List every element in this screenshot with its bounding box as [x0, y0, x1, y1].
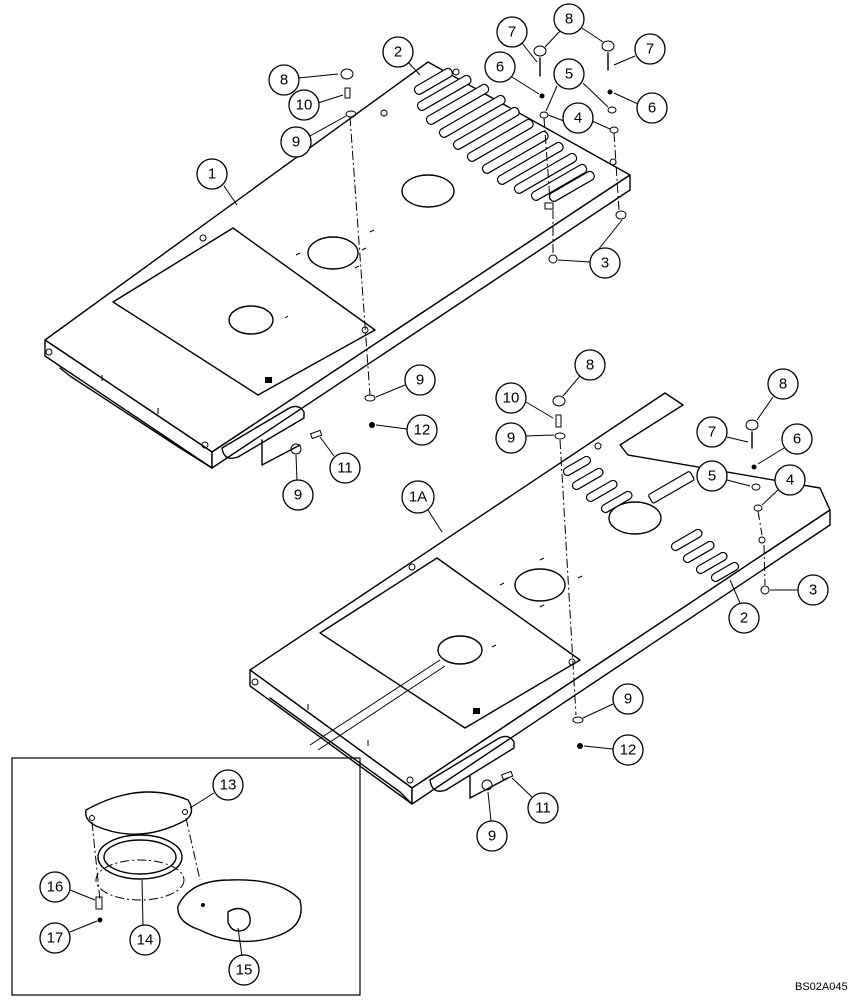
- svg-text:12: 12: [620, 742, 637, 759]
- callout-5-lower: 5: [696, 460, 751, 492]
- callouts: 1 2 8 10 9 7 8 7 6 5 6 4 3 9 12 11 9 1A …: [39, 3, 829, 986]
- svg-text:17: 17: [47, 930, 64, 947]
- inset-cover-plate: [85, 791, 193, 835]
- callout-8-lower-right: 8: [756, 368, 799, 421]
- svg-text:5: 5: [565, 66, 573, 83]
- callout-16: 16: [39, 871, 96, 903]
- svg-text:14: 14: [137, 932, 154, 949]
- callout-8-upper-left: 8: [268, 64, 339, 96]
- callout-10-lower: 10: [495, 382, 554, 419]
- callout-7-upper-left: 7: [496, 16, 538, 63]
- callout-9-upper-mid: 9: [375, 364, 436, 398]
- vent-slots-1a: [562, 455, 740, 583]
- callout-3-upper: 3: [557, 219, 623, 279]
- grab-handle-1: [221, 405, 305, 460]
- callout-6-lower: 6: [757, 423, 813, 465]
- svg-text:5: 5: [708, 468, 716, 485]
- svg-text:9: 9: [416, 372, 424, 389]
- callout-1: 1: [196, 158, 238, 206]
- callout-7-upper-right: 7: [613, 33, 666, 66]
- callout-6-upper-left: 6: [484, 51, 540, 95]
- callout-3-lower: 3: [770, 574, 829, 606]
- callout-13: 13: [189, 769, 244, 809]
- svg-text:11: 11: [535, 800, 551, 817]
- svg-text:1: 1: [208, 166, 216, 183]
- callout-4-lower: 4: [761, 464, 806, 506]
- inset-gasket-ring: [97, 834, 183, 880]
- svg-text:9: 9: [624, 691, 632, 708]
- svg-text:7: 7: [508, 24, 516, 41]
- callout-9-upper-bottom: 9: [282, 454, 314, 511]
- svg-text:8: 8: [565, 11, 573, 28]
- callout-2-upper: 2: [382, 36, 421, 76]
- callout-4-upper: 4: [547, 102, 611, 134]
- vent-slots-1: [413, 67, 595, 202]
- callout-11-lower: 11: [511, 777, 559, 824]
- svg-text:3: 3: [601, 255, 609, 272]
- svg-text:9: 9: [294, 487, 302, 504]
- callout-10-upper: 10: [288, 89, 344, 121]
- reference-code: BS02A045: [795, 981, 848, 993]
- callout-2-lower: 2: [728, 579, 760, 634]
- callout-9-upper-left: 9: [280, 115, 347, 158]
- svg-text:6: 6: [648, 100, 656, 117]
- callout-12-upper: 12: [375, 414, 438, 446]
- callout-1a: 1A: [401, 480, 443, 533]
- svg-text:3: 3: [809, 582, 817, 599]
- svg-text:6: 6: [793, 431, 801, 448]
- floor-plate-1: [44, 61, 631, 469]
- svg-text:4: 4: [574, 110, 582, 127]
- callout-9-lower-left: 9: [495, 422, 555, 454]
- svg-text:9: 9: [292, 134, 300, 151]
- svg-text:9: 9: [507, 430, 515, 447]
- hardware-lower: [481, 395, 770, 791]
- svg-text:6: 6: [496, 59, 504, 76]
- svg-text:12: 12: [414, 422, 431, 439]
- callout-11-upper: 11: [319, 436, 361, 484]
- svg-text:8: 8: [586, 357, 594, 374]
- svg-text:8: 8: [280, 72, 288, 89]
- svg-text:7: 7: [708, 424, 716, 441]
- callout-7-lower: 7: [696, 416, 749, 448]
- svg-text:7: 7: [646, 41, 654, 58]
- callout-5-upper: 5: [545, 58, 609, 112]
- callout-14: 14: [129, 879, 161, 956]
- inset-detail: [11, 757, 361, 996]
- callout-17: 17: [39, 920, 98, 954]
- floor-plate-1a: [249, 392, 831, 805]
- grab-handle-1a: [429, 735, 515, 792]
- svg-text:4: 4: [786, 472, 794, 489]
- callout-15: 15: [228, 927, 260, 986]
- svg-text:2: 2: [394, 44, 402, 61]
- hardware-upper: [290, 40, 627, 455]
- svg-text:2: 2: [740, 610, 748, 627]
- svg-text:8: 8: [779, 376, 787, 393]
- svg-text:13: 13: [220, 777, 237, 794]
- svg-text:10: 10: [296, 97, 313, 114]
- callout-9-lower-bottom: 9: [476, 791, 508, 852]
- callout-12-lower: 12: [583, 734, 644, 766]
- callout-8-lower-left: 8: [562, 349, 606, 397]
- callout-8-upper-right: 8: [544, 3, 604, 48]
- svg-text:11: 11: [337, 460, 353, 477]
- svg-text:1A: 1A: [409, 489, 427, 506]
- callout-6-upper-right: 6: [613, 92, 668, 124]
- svg-text:9: 9: [488, 828, 496, 845]
- svg-text:10: 10: [503, 390, 520, 407]
- callout-9-lower-mid: 9: [582, 683, 644, 719]
- svg-text:16: 16: [47, 879, 64, 896]
- svg-text:15: 15: [236, 962, 253, 979]
